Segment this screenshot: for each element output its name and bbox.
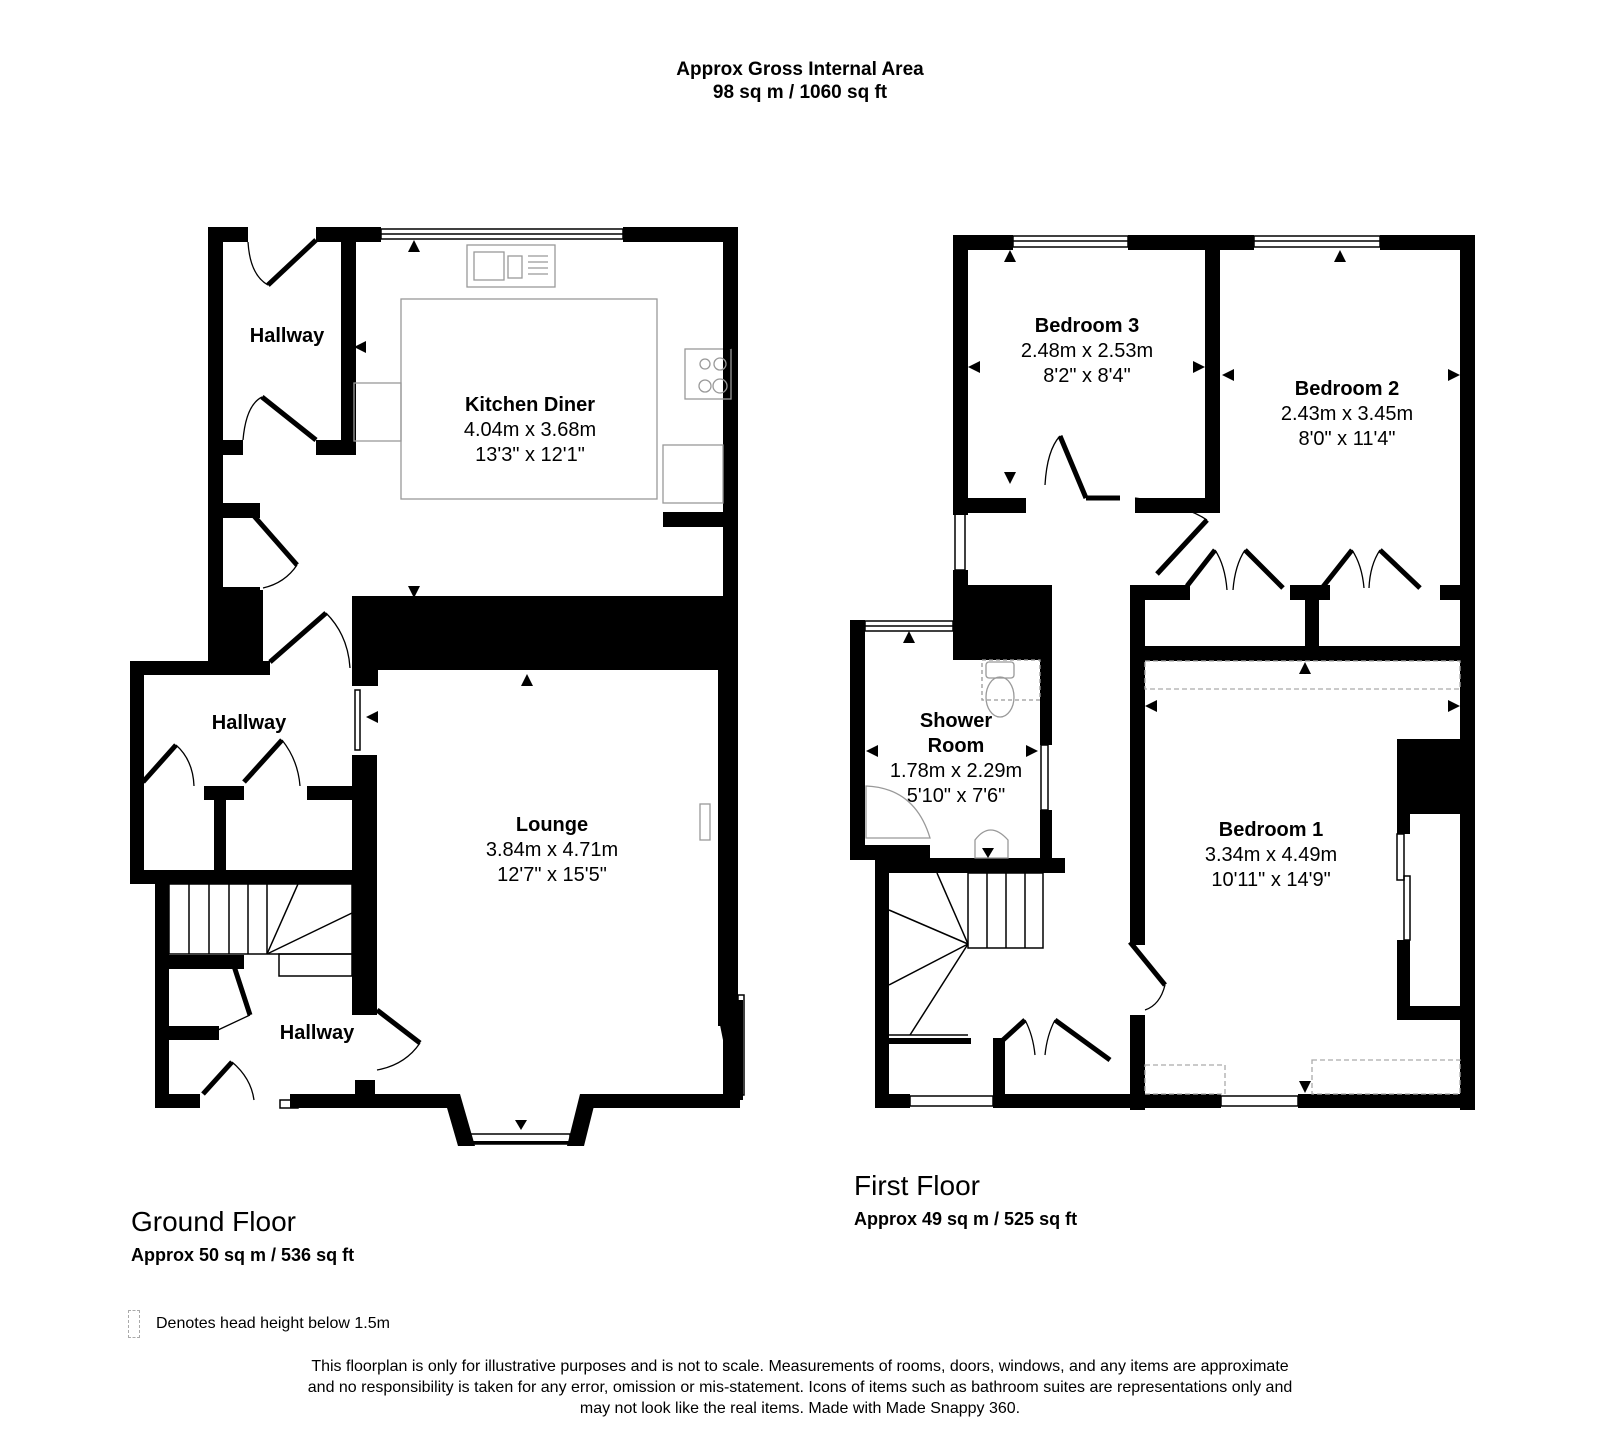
gross-area-header: Approx Gross Internal Area 98 sq m / 106… [0, 58, 1600, 104]
dashed-box-icon [128, 1310, 140, 1338]
ground-floor-windows [279, 228, 745, 1145]
room-label-kitchen-diner: Kitchen Diner 4.04m x 3.68m 13'3" x 12'1… [463, 394, 597, 466]
shower-tray-icon [865, 785, 931, 839]
ground-floor-caption: Ground Floor Approx 50 sq m / 536 sq ft [131, 1206, 354, 1266]
first-floor-door-swings [1024, 435, 1381, 1056]
disclaimer-line-1: This floorplan is only for illustrative … [311, 1358, 1289, 1375]
room-label-bedroom-2: Bedroom 2 2.43m x 3.45m 8'0" x 11'4" [1280, 378, 1414, 450]
first-floor-caption: First Floor Approx 49 sq m / 525 sq ft [854, 1170, 1077, 1230]
legend: Denotes head height below 1.5m [128, 1310, 390, 1338]
first-floor-plan [850, 235, 1475, 1110]
ground-floor-area: Approx 50 sq m / 536 sq ft [131, 1245, 355, 1265]
shower-room-fixtures [865, 659, 1041, 859]
low-head-height-zones [1144, 660, 1461, 1095]
toilet-bowl-icon [985, 676, 1015, 718]
first-floor-doors [1001, 435, 1422, 1063]
kitchen-fixtures [353, 244, 732, 841]
first-floor-windows [864, 235, 1411, 1107]
gross-area-title: Approx Gross Internal Area [676, 59, 924, 80]
ground-floor-plan [130, 227, 743, 1146]
room-label-shower-room: Shower Room 1.78m x 2.29m 5'10" x 7'6" [889, 710, 1023, 807]
ground-floor-door-swings [175, 241, 421, 1101]
room-label-hallway-bottom: Hallway [279, 1022, 355, 1044]
room-label-hallway-top: Hallway [249, 325, 325, 347]
legend-text: Denotes head height below 1.5m [156, 1315, 390, 1332]
room-label-lounge: Lounge 3.84m x 4.71m 12'7" x 15'5" [485, 814, 619, 886]
disclaimer: This floorplan is only for illustrative … [0, 1356, 1600, 1419]
first-floor-stairs [888, 872, 1044, 1036]
first-floor-title: First Floor [854, 1170, 980, 1201]
room-label-hallway-middle: Hallway [211, 712, 287, 734]
basin-icon [974, 829, 1009, 859]
ground-floor-title: Ground Floor [131, 1206, 296, 1237]
sink-icon [466, 244, 556, 288]
hob-icon [684, 348, 732, 400]
ground-floor-doors [141, 238, 422, 1096]
room-label-bedroom-3: Bedroom 3 2.48m x 2.53m 8'2" x 8'4" [1020, 315, 1154, 387]
ground-floor-dimension-markers [354, 240, 735, 1130]
toilet-cistern-icon [985, 661, 1015, 679]
fireplace-icon [699, 803, 711, 841]
room-label-bedroom-1: Bedroom 1 3.34m x 4.49m 10'11" x 14'9" [1204, 819, 1338, 891]
disclaimer-line-2: and no responsibility is taken for any e… [307, 1379, 1293, 1396]
first-floor-area: Approx 49 sq m / 525 sq ft [854, 1209, 1078, 1229]
ground-floor-stairs [168, 883, 353, 977]
gross-area-value: 98 sq m / 1060 sq ft [712, 82, 888, 103]
disclaimer-line-3: may not look like the real items. Made w… [579, 1400, 1021, 1417]
first-floor-dimension-markers [866, 250, 1460, 1093]
